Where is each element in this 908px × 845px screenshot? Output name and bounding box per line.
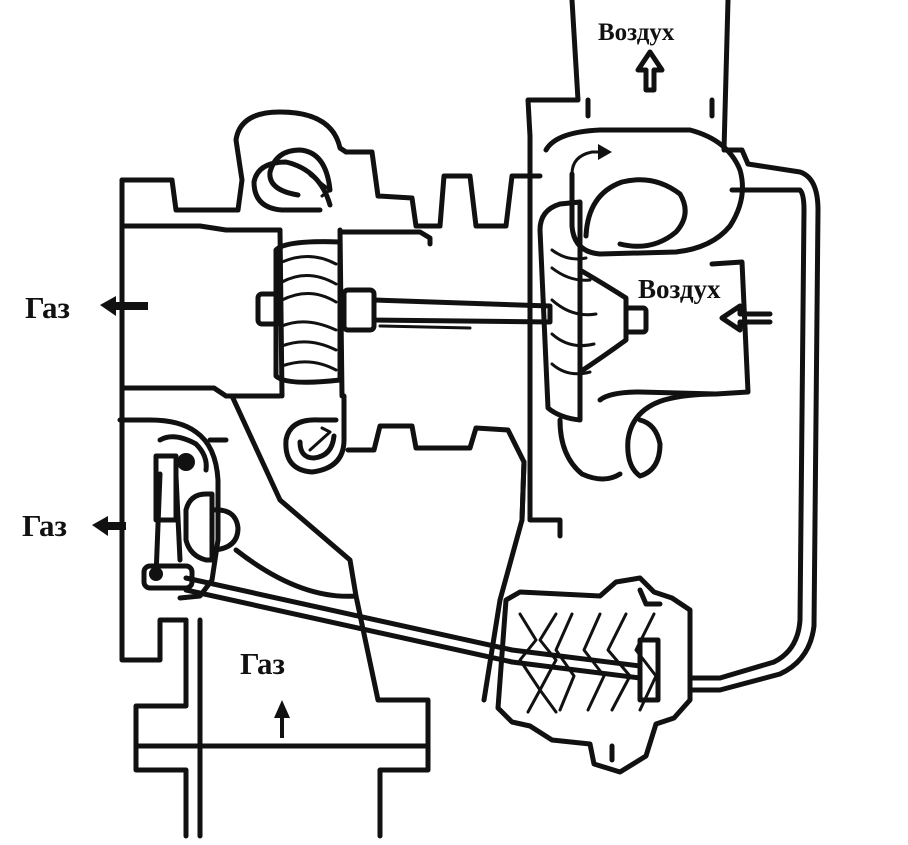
turbine-volute xyxy=(251,147,347,475)
wastegate-actuator xyxy=(481,517,693,775)
compressor-housing xyxy=(519,0,821,693)
gas-inlet-label: Газ xyxy=(240,646,285,681)
wastegate-assembly xyxy=(117,417,241,601)
turbine-wheel xyxy=(273,239,343,385)
gas-flow-arrows xyxy=(92,296,290,738)
turbo-shaft xyxy=(255,287,553,333)
wastegate-gas-label: Газ xyxy=(22,508,67,543)
wastegate-rod xyxy=(183,575,515,665)
air-inlet-label: Воздух xyxy=(638,274,721,304)
air-flow-arrows xyxy=(635,49,773,333)
bearing-housing xyxy=(229,393,527,599)
gas-inlet-flange xyxy=(133,547,431,839)
air-outlet-label: Воздух xyxy=(598,19,675,46)
gas-exhaust-label: Газ xyxy=(25,290,70,325)
